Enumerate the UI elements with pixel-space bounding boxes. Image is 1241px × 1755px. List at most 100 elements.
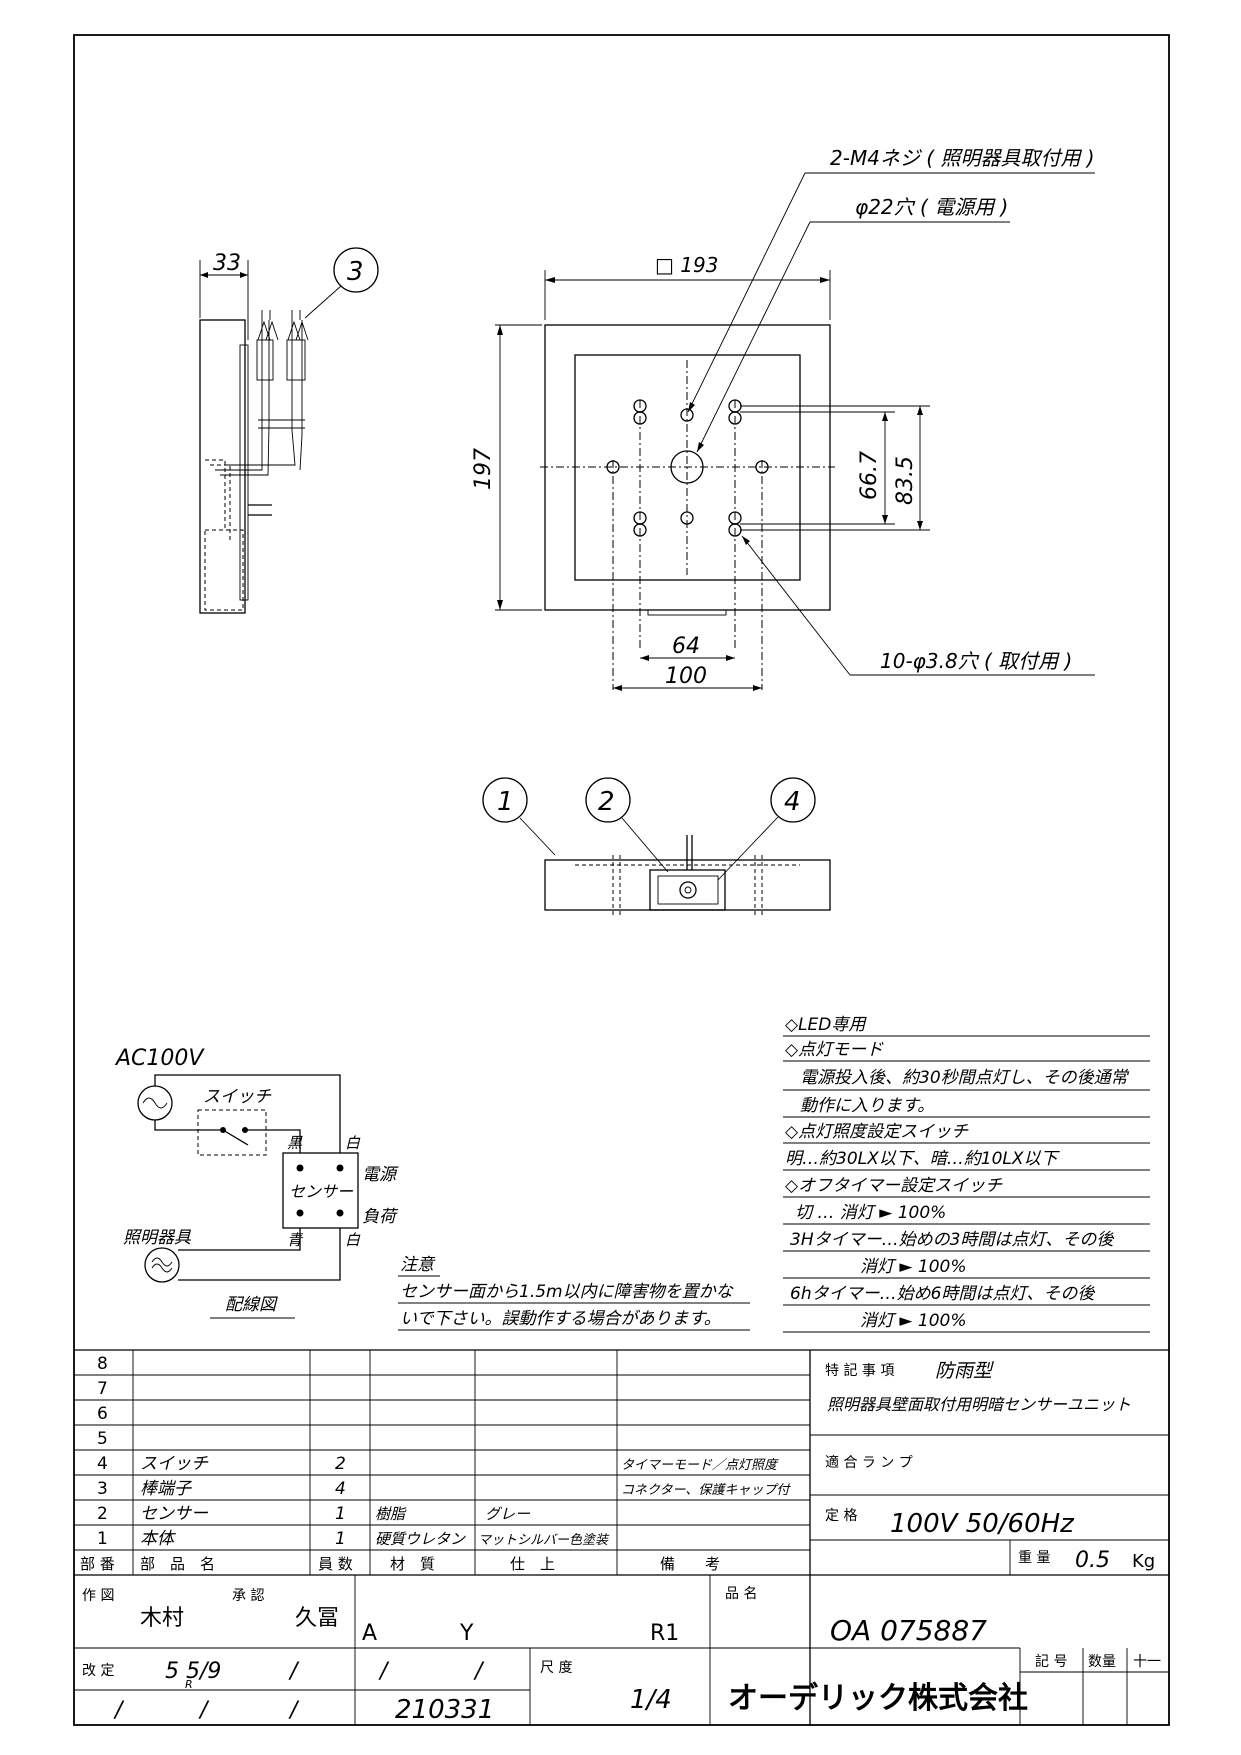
product-number: OA 075887 (830, 1614, 987, 1647)
note-line: 6hタイマー…始め6時間は点灯、その後 (790, 1284, 1095, 1304)
note-line: ◇点灯照度設定スイッチ (785, 1122, 969, 1142)
note-line: 消灯 ► 100% (860, 1311, 966, 1331)
row-no: 3 (97, 1479, 108, 1499)
approved-by: 久冨 (295, 1606, 339, 1631)
sensor-label: センサー (289, 1182, 354, 1201)
slash: / (288, 1698, 300, 1723)
balloon-4-label: 4 (784, 787, 801, 817)
slash: / (473, 1659, 485, 1684)
dim-height: 197 (471, 448, 496, 490)
row-no: 2 (97, 1504, 108, 1524)
revise-r: R (185, 1678, 193, 1691)
wiring-diagram: AC100V スイッチ センサー 黒 白 電源 負荷 青 白 照明器具 配線図 (114, 1046, 399, 1319)
spec-rating-value: 100V 50/60Hz (890, 1509, 1075, 1539)
spec-special-value: 防雨型 (935, 1360, 994, 1382)
balloon-1-label: 1 (497, 787, 514, 817)
mount-holes (606, 399, 769, 690)
note-line: 動作に入ります。 (800, 1096, 934, 1116)
spec-label-special: 特 記 事 項 (825, 1362, 894, 1379)
spec-label-weight: 重 量 (1018, 1550, 1050, 1566)
row-qty: 1 (335, 1504, 346, 1524)
row-remarks: タイマーモード／点灯照度 (621, 1458, 779, 1473)
ac-label: AC100V (114, 1046, 205, 1071)
callout-power-hole: φ22穴 ( 電源用 ) (855, 195, 1008, 219)
callout-mount-holes: 10-φ3.8穴 ( 取付用 ) (880, 649, 1072, 673)
caution-title: 注意 (400, 1255, 436, 1275)
header-part-no: 部 番 (80, 1555, 115, 1573)
balloon-3 (333, 247, 379, 293)
spec-weight-unit: Kg (1132, 1551, 1155, 1572)
company-name: オーデリック株式会社 (728, 1681, 1028, 1716)
note-line: 3Hタイマー…始めの3時間は点灯、その後 (790, 1230, 1114, 1250)
spec-weight-value: 0.5 (1075, 1548, 1110, 1573)
side-view: 33 3 (199, 247, 379, 614)
revision: R1 (650, 1621, 679, 1646)
header-qty: 員 数 (318, 1555, 353, 1573)
row-material: 硬質ウレタン (375, 1530, 466, 1548)
row-no: 5 (97, 1429, 108, 1449)
code-a: A (362, 1621, 377, 1646)
slash: / (198, 1698, 210, 1723)
row-material: 樹脂 (375, 1505, 407, 1523)
slash: / (378, 1659, 390, 1684)
wiring-caption: 配線図 (225, 1295, 278, 1315)
slash: / (113, 1698, 125, 1723)
power-hole (670, 450, 704, 484)
caution-line-1: センサー面から1.5m以内に障害物を置かな (400, 1282, 735, 1302)
label-product: 品 名 (725, 1586, 757, 1602)
row-no: 4 (97, 1454, 108, 1474)
row-name: センサー (140, 1504, 209, 1524)
fixture-label: 照明器具 (123, 1228, 192, 1248)
row-finish: マットシルバー色塗装 (478, 1532, 610, 1548)
title-block: 作 図 木村 承 認 久冨 A Y R1 品 名 OA 075887 改 定 5… (74, 1575, 1169, 1725)
note-line: 明…約30LX以下、暗…約10LX以下 (785, 1149, 1060, 1169)
spec-description: 照明器具壁面取付用明暗センサーユニット (827, 1395, 1131, 1414)
parts-table: 8 7 6 5 4 3 2 1 スイッチ 棒端子 センサー 本体 2 4 1 1… (74, 1349, 1169, 1725)
note-line: 切 … 消灯 ► 100% (795, 1203, 946, 1223)
dim-66-7: 66.7 (857, 451, 882, 500)
label-count: 数量 (1088, 1654, 1116, 1670)
switch-label: スイッチ (203, 1087, 272, 1107)
note-line: ◇オフタイマー設定スイッチ (785, 1176, 1003, 1196)
label-approved-by: 承 認 (232, 1588, 264, 1604)
note-line: 電源投入後、約30秒間点灯し、その後通常 (800, 1068, 1130, 1088)
lamp-icon (144, 1247, 180, 1283)
balloon-1 (482, 777, 528, 823)
row-qty: 4 (335, 1479, 346, 1499)
header-finish: 仕 上 (510, 1555, 555, 1573)
callout-screws: 2-M4ネジ ( 照明器具取付用 ) (830, 146, 1095, 170)
wire-white2-label: 白 (345, 1231, 361, 1249)
wire-blue-label: 青 (287, 1231, 304, 1249)
row-qty: 2 (335, 1454, 346, 1474)
dim-64: 64 (672, 634, 700, 659)
drawn-by: 木村 (140, 1606, 184, 1631)
label-drawn-by: 作 図 (82, 1588, 114, 1604)
date-code: 210331 (395, 1695, 494, 1725)
balloon-2 (585, 777, 631, 823)
header-material: 材 質 (390, 1555, 435, 1573)
row-no: 8 (97, 1354, 108, 1374)
row-finish: グレー (485, 1505, 531, 1523)
bottom-view: 1 2 4 (482, 777, 831, 915)
label-revise: 改 定 (82, 1663, 114, 1679)
dim-width: □ 193 (655, 253, 718, 277)
dim-side-depth: 33 (213, 251, 241, 276)
header-remarks: 備 考 (660, 1555, 720, 1573)
code-y: Y (459, 1621, 474, 1646)
row-remarks: コネクター、保護キャップ付 (621, 1483, 791, 1498)
header-part-name: 部 品 名 (140, 1555, 215, 1573)
revise-date: 5 5/9 (165, 1659, 221, 1684)
row-no: 1 (97, 1529, 108, 1549)
caution-line-2: いで下さい。誤動作する場合があります。 (400, 1309, 721, 1329)
note-line: ◇LED専用 (785, 1015, 867, 1035)
sheet-border (73, 34, 1170, 1726)
dim-100: 100 (665, 664, 707, 689)
front-view: □ 193 197 66.7 83.5 64 100 2-M4ネジ ( 照明器具… (471, 146, 1095, 691)
spec-label-lamp: 適 合 ラ ン プ (825, 1454, 913, 1471)
row-no: 7 (97, 1379, 108, 1399)
power-label: 電源 (362, 1165, 399, 1185)
wire-black-label: 黒 (287, 1134, 303, 1152)
row-qty: 1 (335, 1529, 346, 1549)
balloon-2-label: 2 (598, 787, 615, 817)
